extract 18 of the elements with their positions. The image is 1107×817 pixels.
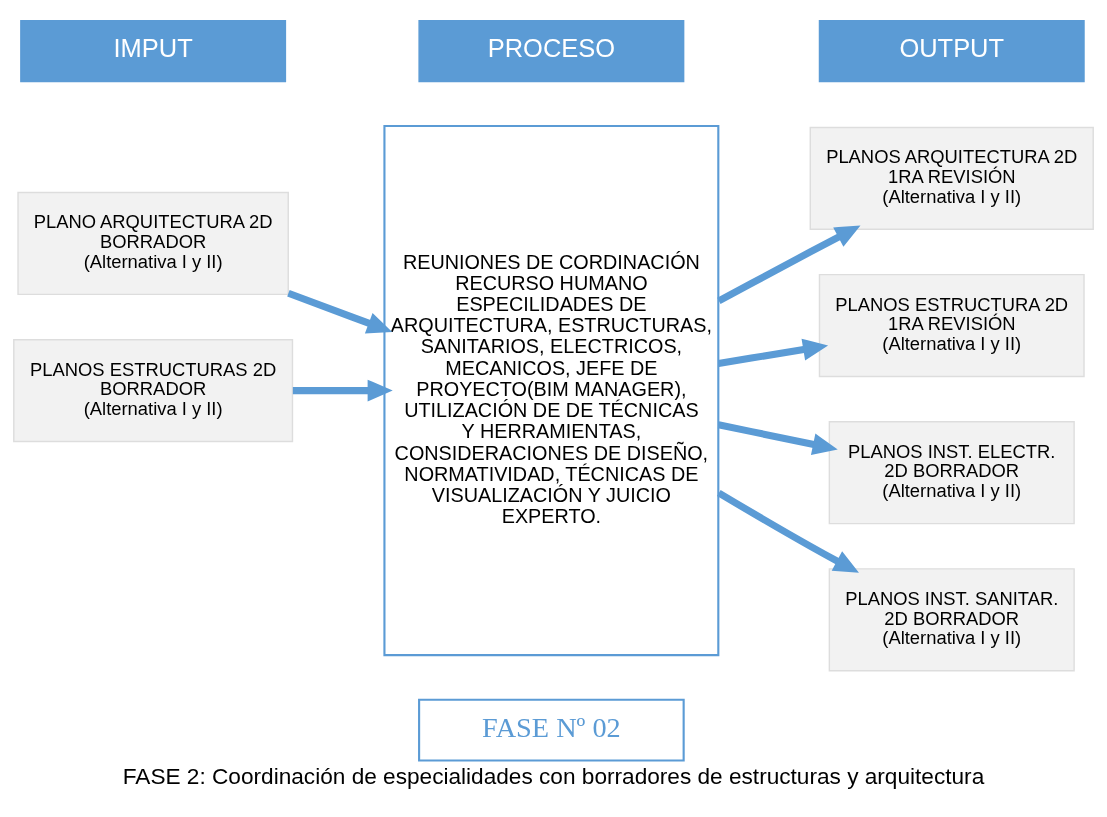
arrow <box>292 379 393 402</box>
caption: FASE 2: Coordinación de especialidades con borradores de estructuras y arquitectura <box>122 763 985 789</box>
node-box: PLANOS INST. SANITAR. 2D BORRADOR (Alternativa I y II) <box>828 567 1075 671</box>
node-box: PLANOS ESTRUCTURAS 2D BORRADOR (Alternativa I y II) <box>13 338 294 442</box>
node-box: IMPUT <box>20 19 287 82</box>
arrow <box>287 289 393 333</box>
node-box: OUTPUT <box>818 19 1085 82</box>
node-box: PLANOS ARQUITECTURA 2D 1RA REVISIÓN (Alternativa I y II) <box>809 126 1094 230</box>
node-box: PROCESO <box>418 19 685 82</box>
node-box: FASE Nº 02 <box>418 698 685 762</box>
arrow <box>717 224 861 304</box>
node-box: REUNIONES DE CORDINACIÓN RECURSO HUMANO ESPECILIDADES DE ARQUITECTURA, ESTRUCTURAS, SANITARIOS, ELECTRICOS, MECANICOS, JEFE DE PROYECTO(BIM MANAGER), UTILIZACIÓN DE DE TÉCNICAS Y HERRAMIENTAS, CONSIDERACIONES DE DISEÑO, NORMATIVIDAD, TÉCNICAS DE VISUALIZACIÓN Y JUICIO EXPERTO. <box>383 124 720 656</box>
arrow <box>717 420 838 455</box>
node-box: PLANOS INST. ELECTR. 2D BORRADOR (Alternativa I y II) <box>828 420 1075 524</box>
node-box: PLANO ARQUITECTURA 2D BORRADOR (Alternativa I y II) <box>17 191 289 295</box>
arrow <box>717 338 829 367</box>
node-box: PLANOS ESTRUCTURA 2D 1RA REVISIÓN (Alternativa I y II) <box>818 273 1085 377</box>
arrow <box>717 489 859 573</box>
